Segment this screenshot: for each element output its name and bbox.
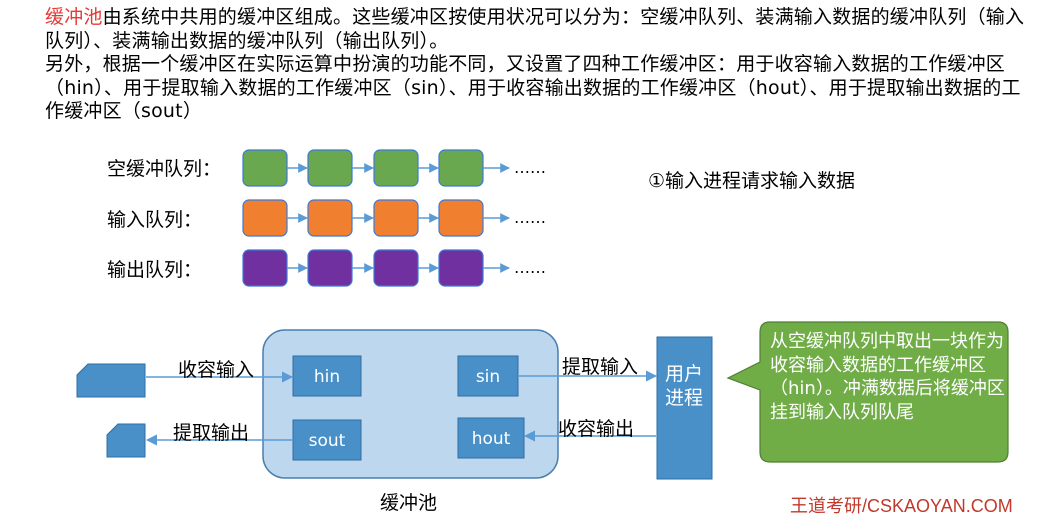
- queue-1-ellipsis: ……: [514, 208, 546, 227]
- user-process-label: 用户进程: [664, 363, 703, 409]
- queue-2-buffer-1: [307, 249, 353, 287]
- queue-1-buffer-2: [373, 199, 419, 237]
- queue-0-buffer-0: [242, 149, 288, 187]
- user-process-box: [656, 336, 713, 480]
- extract-output-label: 提取输出: [173, 422, 250, 444]
- sin-buffer: [457, 355, 519, 397]
- hin-label: hin: [314, 367, 340, 387]
- queue-0-buffer-3: [438, 149, 484, 187]
- queue-1-buffer-1: [307, 199, 353, 237]
- empty-queue-label: 空缓冲队列：: [107, 158, 222, 180]
- intro-line-1: 由系统中共用的缓冲区组成。这些缓冲区按使用状况可以分为：空缓冲队列、装满输入数据…: [45, 6, 1025, 52]
- hout-buffer: [457, 417, 525, 459]
- queue-2-ellipsis: ……: [514, 258, 546, 277]
- intro-paragraph-1: 缓冲池由系统中共用的缓冲区组成。这些缓冲区按使用状况可以分为：空缓冲队列、装满输…: [45, 6, 1035, 53]
- output-device-icon: [106, 423, 146, 458]
- callout-text: 从空缓冲队列中取出一块作为收容输入数据的工作缓冲区（hin）。冲满数据后将缓冲区…: [770, 331, 1005, 423]
- sout-buffer: [292, 419, 362, 461]
- buffer-pool-label: 缓冲池: [380, 492, 438, 514]
- intro-text: 缓冲池由系统中共用的缓冲区组成。这些缓冲区按使用状况可以分为：空缓冲队列、装满输…: [45, 6, 1035, 124]
- queue-2-buffer-3: [438, 249, 484, 287]
- sout-label: sout: [309, 431, 346, 451]
- step-annotation: ①输入进程请求输入数据: [648, 170, 856, 192]
- intro-paragraph-2: 另外，根据一个缓冲区在实际运算中扮演的功能不同，又设置了四种工作缓冲区：用于收容…: [45, 53, 1021, 122]
- extract-input-label: 提取输入: [562, 356, 639, 378]
- output-queue-label: 输出队列：: [107, 259, 203, 281]
- queue-1-buffer-0: [242, 199, 288, 237]
- sin-label: sin: [476, 367, 500, 387]
- buffer-queues: …… …… ……: [242, 149, 546, 287]
- queue-2-buffer-0: [242, 249, 288, 287]
- hout-label: hout: [472, 429, 511, 449]
- input-device-icon: [76, 363, 146, 398]
- input-queue-label: 输入队列：: [107, 209, 203, 231]
- queue-1-buffer-3: [438, 199, 484, 237]
- queue-2-buffer-2: [373, 249, 419, 287]
- queue-0-buffer-1: [307, 149, 353, 187]
- callout-bubble: [726, 321, 1009, 463]
- queue-0-ellipsis: ……: [514, 158, 546, 177]
- watermark: 王道考研/CSKAOYAN.COM: [790, 496, 1013, 516]
- collect-input-label: 收容输入: [178, 359, 255, 381]
- collect-output-label: 收容输出: [558, 418, 635, 440]
- queue-0-buffer-2: [373, 149, 419, 187]
- buffer-pool-term: 缓冲池: [45, 6, 103, 28]
